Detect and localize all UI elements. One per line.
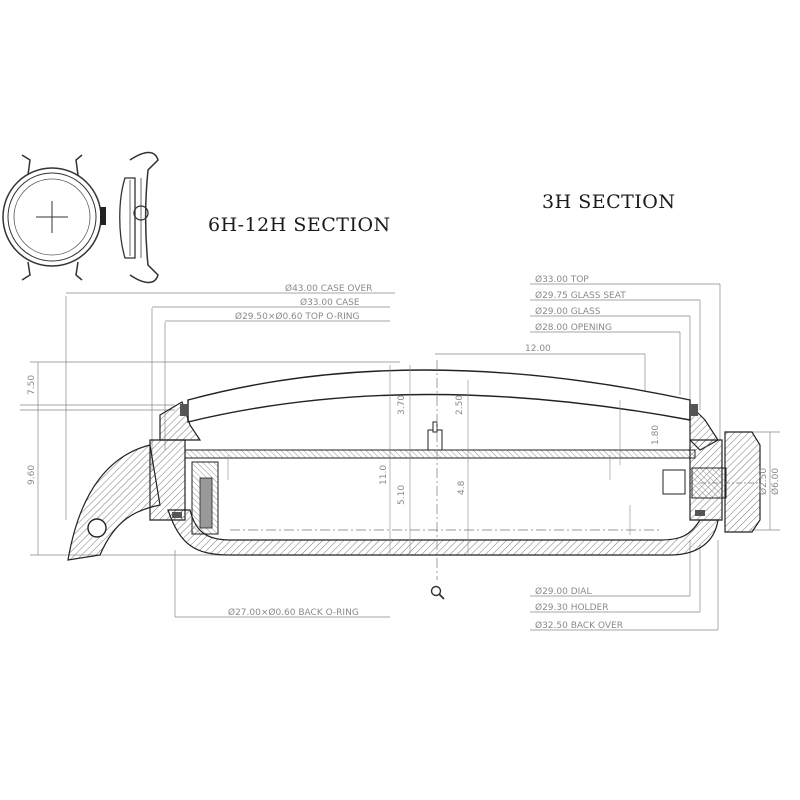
dim-half-width: 12.00 — [525, 344, 551, 354]
magnifier-icon[interactable] — [430, 585, 446, 601]
dim-holder: Ø29.30 HOLDER — [535, 602, 608, 613]
title-6h-12h-section: 6H-12H SECTION — [208, 214, 391, 236]
watch-side-view — [119, 151, 159, 284]
dim-top: Ø33.00 TOP — [535, 274, 589, 285]
dimension-lines-right — [435, 283, 780, 631]
dim-crown-inner: Ø2.50 — [758, 468, 769, 495]
dim-crown-dia: Ø6.00 — [770, 468, 781, 495]
dim-small-a: 2.50 — [455, 395, 465, 415]
dim-back-over: Ø32.50 BACK OVER — [535, 620, 623, 631]
dim-case-over: Ø43.00 CASE OVER — [285, 283, 372, 294]
case-cross-section — [67, 360, 761, 580]
dim-small-b: 4.8 — [457, 480, 467, 495]
dim-dial: Ø29.00 DIAL — [535, 586, 591, 597]
dim-overall-height: 7.50 — [27, 375, 37, 395]
watch-front-view — [2, 154, 106, 281]
dim-crystal-height: 3.70 — [397, 395, 407, 415]
dim-inner-height: 11.0 — [379, 465, 389, 485]
dim-case: Ø33.00 CASE — [300, 297, 360, 308]
dim-small-c: 1.80 — [651, 425, 661, 445]
dim-opening: Ø28.00 OPENING — [535, 322, 612, 333]
dim-glass-seat: Ø29.75 GLASS SEAT — [535, 290, 626, 301]
dim-lug-height: 9.60 — [27, 465, 37, 485]
dim-back-oring: Ø27.00×Ø0.60 BACK O-RING — [228, 607, 359, 618]
dim-top-oring: Ø29.50×Ø0.60 TOP O-RING — [235, 311, 359, 322]
crown-icon — [100, 207, 106, 225]
title-3h-section: 3H SECTION — [542, 191, 676, 213]
dim-movement-height: 5.10 — [397, 485, 407, 505]
dim-glass: Ø29.00 GLASS — [535, 306, 601, 317]
